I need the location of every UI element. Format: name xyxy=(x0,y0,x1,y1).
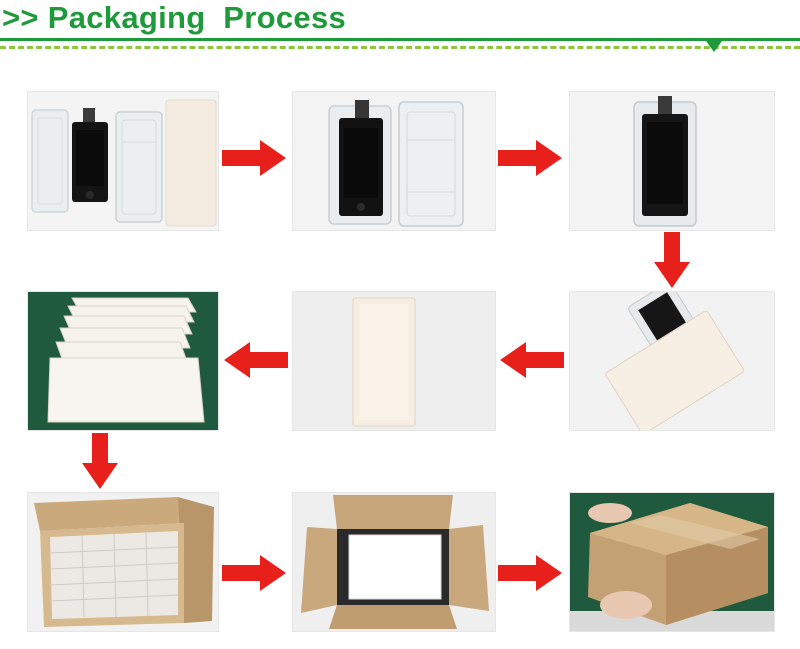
photo-step-8 xyxy=(292,492,496,632)
photo-step-9 xyxy=(569,492,775,632)
arrow-right-icon xyxy=(498,138,564,178)
photo-step-1 xyxy=(27,91,219,231)
page-title: >> Packaging Process xyxy=(2,0,347,35)
arrow-right-icon xyxy=(222,138,288,178)
photo-step-2 xyxy=(292,91,496,231)
photo-step-4 xyxy=(569,291,775,431)
arrow-left-icon xyxy=(222,340,288,380)
photo-step-7 xyxy=(27,492,219,632)
arrow-right-icon xyxy=(498,553,564,593)
header-dashed-rule xyxy=(0,46,800,49)
arrow-left-icon xyxy=(498,340,564,380)
arrow-down-icon xyxy=(80,433,120,491)
arrow-right-icon xyxy=(222,553,288,593)
header-rule xyxy=(0,38,800,41)
section-header: >> Packaging Process xyxy=(0,0,800,60)
photo-step-5 xyxy=(292,291,496,431)
arrow-down-icon xyxy=(652,232,692,290)
header-marker-icon xyxy=(706,41,722,52)
photo-step-3 xyxy=(569,91,775,231)
photo-step-6 xyxy=(27,291,219,431)
